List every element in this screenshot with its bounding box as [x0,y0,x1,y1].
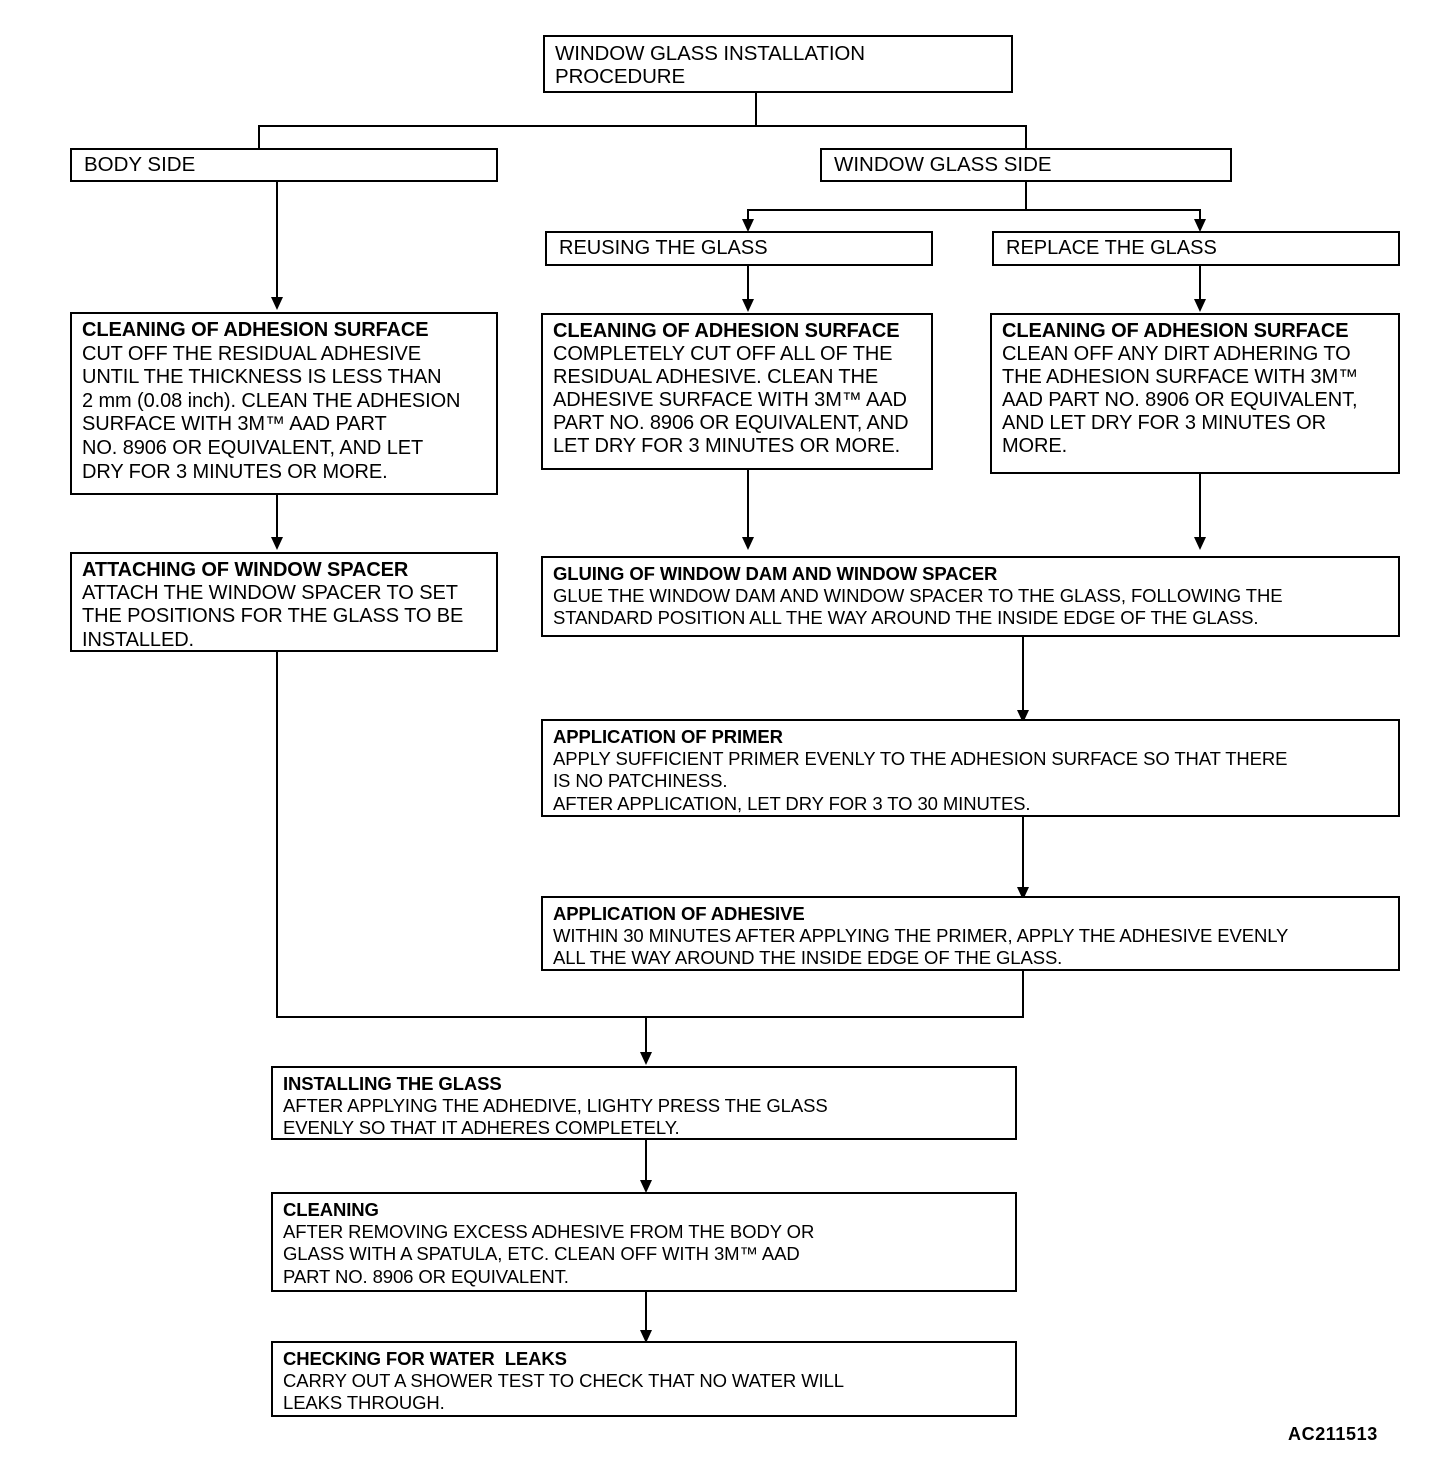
figure-id-label: AC211513 [1288,1424,1378,1444]
node-body-side-title: BODY SIDE [84,152,196,176]
arrowhead-installing-to-cleaning [640,1180,652,1193]
node-replace-the-glass[interactable]: REPLACE THE GLASS [992,231,1400,266]
node-gluing-dam-spacer-body: GLUE THE WINDOW DAM AND WINDOW SPACER TO… [553,585,1283,629]
arrowhead-cleaning-to-attaching [271,537,283,550]
node-installing-glass[interactable]: INSTALLING THE GLASS AFTER APPLYING THE … [271,1066,1017,1140]
connector-adhesive-to-merge [1022,971,1024,1018]
arrowhead-cleaning-to-checking [640,1330,652,1343]
node-reusing-the-glass-title: REUSING THE GLASS [559,237,768,260]
connector-cleaning-replace-to-gluing [1199,474,1201,542]
arrowhead-cleaning-replace-to-gluing [1194,537,1206,550]
arrowhead-cleaning-reuse-to-gluing [742,537,754,550]
node-cleaning-final[interactable]: CLEANING AFTER REMOVING EXCESS ADHESIVE … [271,1192,1017,1292]
node-application-adhesive[interactable]: APPLICATION OF ADHESIVE WITHIN 30 MINUTE… [541,896,1400,971]
node-application-adhesive-body: WITHIN 30 MINUTES AFTER APPLYING THE PRI… [553,925,1289,969]
node-attaching-window-spacer-body: ATTACH THE WINDOW SPACER TO SET THE POSI… [82,582,464,651]
connector-merge-to-installing [645,1016,647,1058]
node-application-adhesive-title: APPLICATION OF ADHESIVE [553,903,805,924]
node-replace-the-glass-title: REPLACE THE GLASS [1006,237,1217,260]
node-cleaning-body-side-title: CLEANING OF ADHESION SURFACE [82,319,429,341]
connector-to-reusing [747,209,749,223]
node-cleaning-final-body: AFTER REMOVING EXCESS ADHESIVE FROM THE … [283,1221,815,1287]
node-window-glass-side[interactable]: WINDOW GLASS SIDE [820,148,1232,182]
arrowhead-to-reusing [742,219,754,232]
arrowhead-replace-to-cleaning [1194,299,1206,312]
connector-installing-to-cleaning [645,1140,647,1186]
connector-cleaning-reuse-to-gluing [747,470,749,542]
connector-to-window-glass-side [1025,125,1027,149]
node-attaching-window-spacer-title: ATTACHING OF WINDOW SPACER [82,559,409,581]
node-body-side[interactable]: BODY SIDE [70,148,498,182]
node-cleaning-final-title: CLEANING [283,1199,379,1220]
node-window-glass-side-title: WINDOW GLASS SIDE [834,152,1052,176]
node-attaching-window-spacer[interactable]: ATTACHING OF WINDOW SPACER ATTACH THE WI… [70,552,498,652]
node-cleaning-reusing-title: CLEANING OF ADHESION SURFACE [553,320,900,342]
node-application-primer[interactable]: APPLICATION OF PRIMER APPLY SUFFICIENT P… [541,719,1400,817]
connector-to-replace [1199,209,1201,223]
node-cleaning-body-side-body: CUT OFF THE RESIDUAL ADHESIVE UNTIL THE … [82,342,461,483]
connector-cleaning-to-attaching [276,495,278,542]
node-reusing-the-glass[interactable]: REUSING THE GLASS [545,231,933,266]
arrowhead-reusing-to-cleaning [742,299,754,312]
connector-gluing-to-primer [1022,637,1024,717]
node-gluing-dam-spacer[interactable]: GLUING OF WINDOW DAM AND WINDOW SPACER G… [541,556,1400,637]
node-gluing-dam-spacer-title: GLUING OF WINDOW DAM AND WINDOW SPACER [553,563,998,584]
node-root[interactable]: WINDOW GLASS INSTALLATION PROCEDURE [543,35,1013,93]
connector-replace-to-cleaning [1199,265,1201,299]
connector-merge-bus [276,1016,1024,1018]
connector-wgs-bus [747,209,1201,211]
node-application-primer-body: APPLY SUFFICIENT PRIMER EVENLY TO THE AD… [553,748,1288,814]
connector-cleaning-to-checking [645,1292,647,1337]
node-checking-water-leaks-title: CHECKING FOR WATER LEAKS [283,1348,567,1369]
node-installing-glass-body: AFTER APPLYING THE ADHEDIVE, LIGHTY PRES… [283,1095,828,1139]
connector-body-side-to-cleaning [276,181,278,298]
node-checking-water-leaks[interactable]: CHECKING FOR WATER LEAKS CARRY OUT A SHO… [271,1341,1017,1417]
connector-to-body-side [258,125,260,149]
node-cleaning-replace[interactable]: CLEANING OF ADHESION SURFACE CLEAN OFF A… [990,313,1400,474]
node-cleaning-body-side[interactable]: CLEANING OF ADHESION SURFACE CUT OFF THE… [70,312,498,495]
connector-reusing-to-cleaning [747,265,749,299]
connector-root-stem [755,93,757,126]
node-application-primer-title: APPLICATION OF PRIMER [553,726,783,747]
arrowhead-merge-to-installing [640,1052,652,1065]
connector-wgs-stem [1025,181,1027,211]
arrowhead-body-side-to-cleaning [271,297,283,310]
node-cleaning-reusing-body: COMPLETELY CUT OFF ALL OF THE RESIDUAL A… [553,343,909,457]
connector-primer-to-adhesive [1022,817,1024,894]
node-installing-glass-title: INSTALLING THE GLASS [283,1073,502,1094]
arrowhead-to-replace [1194,219,1206,232]
node-cleaning-reusing[interactable]: CLEANING OF ADHESION SURFACE COMPLETELY … [541,313,933,470]
node-cleaning-replace-body: CLEAN OFF ANY DIRT ADHERING TO THE ADHES… [1002,343,1359,457]
node-checking-water-leaks-body: CARRY OUT A SHOWER TEST TO CHECK THAT NO… [283,1370,844,1414]
node-cleaning-replace-title: CLEANING OF ADHESION SURFACE [1002,320,1349,342]
node-root-title: WINDOW GLASS INSTALLATION PROCEDURE [555,42,865,88]
connector-top-bus [258,125,1027,127]
connector-attaching-to-merge [276,652,278,1018]
